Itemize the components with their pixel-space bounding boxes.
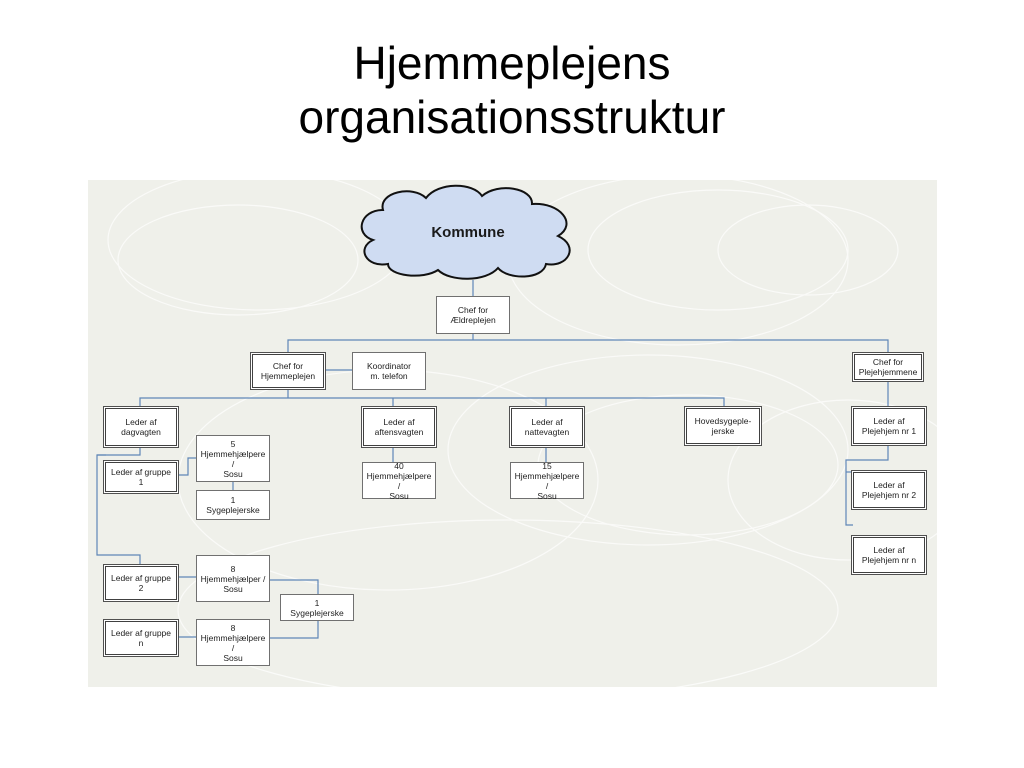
title-line-2: organisationsstruktur [298,91,726,143]
node-aften-hjemmehjaelpere: 40 Hjemmehjælpere / Sosu [362,460,436,501]
kommune-cloud-shape [360,184,571,280]
node-gruppe2n-sygeplejerske: 1 Sygeplejerske [280,594,354,621]
node-gruppe2-hjemmehjaelper-label: 8 Hjemmehjælper / Sosu [200,563,266,594]
node-chef-hjemmeplejen: Chef for Hjemmeplejen [252,354,324,388]
node-gruppe1-sygeplejerske: 1 Sygeplejerske [196,490,270,520]
org-chart-panel: Kommune Chef for Ældreplejen Chef for Hj… [88,180,937,687]
node-leder-plejehjem-n-label: Leder af Plejehjem nr n [861,545,917,565]
org-chart-canvas [96,180,937,687]
title-line-1: Hjemmeplejens [353,37,671,89]
node-gruppe1-hjemmehjaelpere-label: 5 Hjemmehjælpere / Sosu [200,438,266,479]
node-chef-aeldreplejen: Chef for Ældreplejen [436,296,510,334]
node-leder-nattevagten-label: Leder af nattevagten [524,417,570,437]
node-leder-plejehjem-1: Leder af Plejehjem nr 1 [853,408,925,444]
node-chef-hjemmeplejen-label: Chef for Hjemmeplejen [260,361,316,381]
node-leder-gruppe-2: Leder af gruppe 2 [105,566,177,600]
node-nat-hjemmehjaelpere: 15 Hjemmehjælpere / Sosu [510,460,584,501]
node-gruppe2n-sygeplejerske-label: 1 Sygeplejerske [290,597,344,618]
node-leder-dagvagten-label: Leder af dagvagten [121,417,161,437]
node-nat-hjemmehjaelpere-label: 15 Hjemmehjælpere / Sosu [514,460,580,501]
node-hovedsygeplejerske: Hovedsygeple- jerske [686,408,760,444]
node-koordinator-label: Koordinator m. telefon [367,361,411,381]
node-leder-gruppe-1: Leder af gruppe 1 [105,462,177,492]
slide-title: Hjemmeplejens organisationsstruktur [112,36,912,144]
connectors [96,280,889,639]
node-chef-plejehjemmene: Chef for Plejehjemmene [854,354,922,380]
node-leder-plejehjem-1-label: Leder af Plejehjem nr 1 [861,416,917,436]
node-gruppe1-hjemmehjaelpere: 5 Hjemmehjælpere / Sosu [196,435,270,482]
node-leder-gruppe-1-label: Leder af gruppe 1 [110,467,172,487]
kommune-label: Kommune [431,224,505,241]
node-chef-plejehjemmene-label: Chef for Plejehjemmene [858,357,918,377]
node-aften-hjemmehjaelpere-label: 40 Hjemmehjælpere / Sosu [366,460,432,501]
node-leder-aftensvagten-label: Leder af aftensvagten [374,417,424,437]
node-gruppe1-sygeplejerske-label: 1 Sygeplejerske [206,495,260,515]
background-swirls [107,180,937,687]
node-leder-plejehjem-n: Leder af Plejehjem nr n [853,537,925,573]
node-koordinator: Koordinator m. telefon [352,352,426,390]
node-leder-aftensvagten: Leder af aftensvagten [363,408,435,446]
node-leder-gruppe-n-label: Leder af gruppe n [110,628,172,648]
node-gruppen-hjemmehjaelpere: 8 Hjemmehjælpere / Sosu [196,619,270,666]
node-gruppen-hjemmehjaelpere-label: 8 Hjemmehjælpere / Sosu [200,622,266,663]
node-leder-gruppe-n: Leder af gruppe n [105,621,177,655]
node-hovedsygeplejerske-label: Hovedsygeple- jerske [694,416,752,436]
node-leder-plejehjem-2-label: Leder af Plejehjem nr 2 [861,480,917,500]
node-gruppe2-hjemmehjaelper: 8 Hjemmehjælper / Sosu [196,555,270,602]
node-leder-nattevagten: Leder af nattevagten [511,408,583,446]
node-chef-aeldreplejen-label: Chef for Ældreplejen [450,305,496,325]
node-leder-gruppe-2-label: Leder af gruppe 2 [110,573,172,593]
node-leder-plejehjem-2: Leder af Plejehjem nr 2 [853,472,925,508]
node-leder-dagvagten: Leder af dagvagten [105,408,177,446]
